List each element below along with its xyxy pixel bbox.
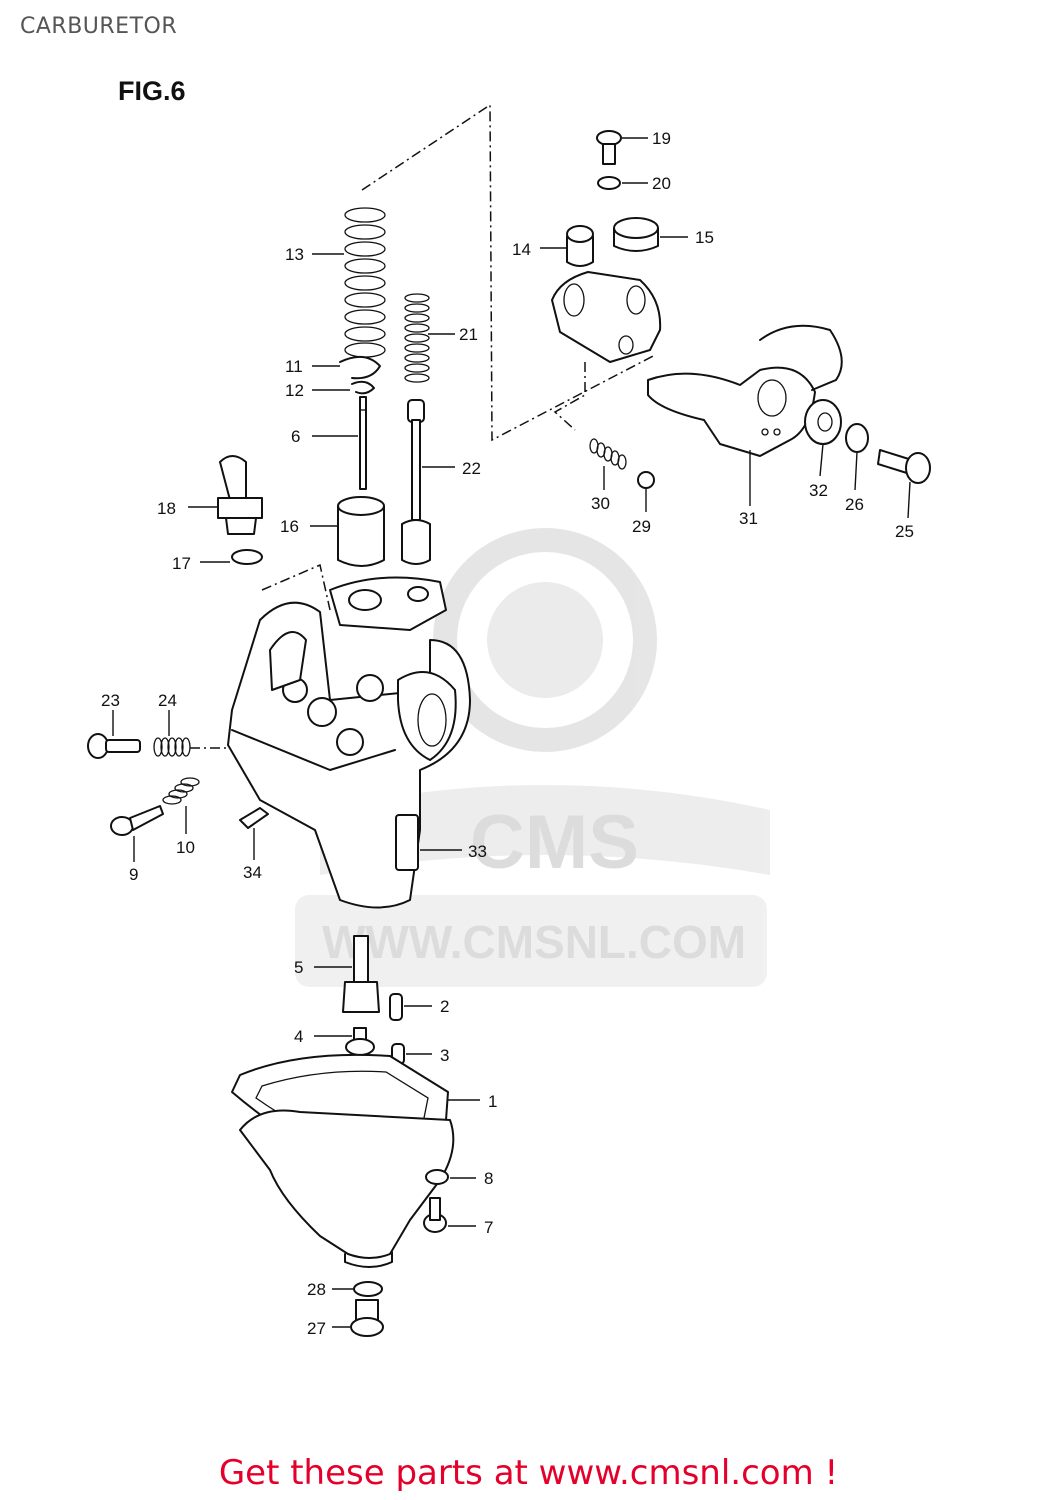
callout-28: 28	[307, 1280, 326, 1299]
watermark-logo-center	[487, 582, 603, 698]
callout-29: 29	[632, 517, 651, 536]
callout-leaders	[112, 137, 911, 1328]
float-bowl	[239, 1109, 455, 1259]
part-32-washer	[804, 399, 842, 445]
part-33-cover	[395, 814, 419, 871]
part-29-ball	[637, 471, 655, 489]
part-6-jet-needle	[359, 396, 367, 490]
part-11-clip	[339, 355, 381, 380]
part-34-pin	[239, 807, 269, 829]
callout-7: 7	[484, 1218, 493, 1237]
callout-26: 26	[845, 495, 864, 514]
watermark-banner	[320, 785, 770, 875]
part-8-washer	[425, 1169, 449, 1185]
part-4-main-jet	[345, 1027, 375, 1056]
callout-20: 20	[652, 174, 671, 193]
callout-32: 32	[809, 481, 828, 500]
callout-17: 17	[172, 554, 191, 573]
callout-6: 6	[291, 427, 300, 446]
callout-33: 33	[468, 842, 487, 861]
callout-21: 21	[459, 325, 478, 344]
part-12-needle-clip	[351, 380, 375, 395]
callout-25: 25	[895, 522, 914, 541]
callout-27: 27	[307, 1319, 326, 1338]
callout-18: 18	[157, 499, 176, 518]
callout-labels: 1 2 3 4 5 6 7 8 9 10 11 12 13 14 15 16 1…	[101, 129, 914, 1338]
watermark-url: WWW.CMSNL.COM	[322, 916, 746, 968]
part-19-screw	[596, 130, 622, 165]
callout-13: 13	[285, 245, 304, 264]
part-7-screw	[423, 1197, 447, 1233]
part-21-starter-spring	[404, 293, 430, 383]
guide-line-top	[361, 103, 656, 442]
callout-8: 8	[484, 1169, 493, 1188]
callout-16: 16	[280, 517, 299, 536]
part-27-drain-screw	[350, 1299, 384, 1337]
guide-line-bracket	[553, 362, 586, 431]
callout-2: 2	[440, 997, 449, 1016]
callout-23: 23	[101, 691, 120, 710]
callout-22: 22	[462, 459, 481, 478]
part-23-idle-screw	[87, 733, 141, 759]
part-30-spring	[589, 438, 627, 470]
watermark: CMS WWW.CMSNL.COM	[295, 528, 770, 987]
footer-parts-link[interactable]: Get these parts at www.cmsnl.com !	[218, 1453, 839, 1493]
watermark-url-plate	[295, 895, 767, 987]
part-20-washer	[597, 176, 621, 190]
part-31-choke-lever	[647, 324, 843, 457]
part-18-air-vent-fitting	[217, 455, 263, 535]
figure-label: FIG.6	[118, 76, 186, 106]
callout-10: 10	[176, 838, 195, 857]
part-5-needle-jet	[342, 935, 380, 1013]
part-9-air-screw	[110, 805, 164, 836]
callout-3: 3	[440, 1046, 449, 1065]
part-17-washer	[231, 549, 263, 565]
watermark-brand: CMS	[470, 800, 639, 885]
callout-30: 30	[591, 494, 610, 513]
choke-bracket	[551, 271, 662, 363]
callout-5: 5	[294, 958, 303, 977]
callout-1: 1	[488, 1092, 497, 1111]
part-26-washer	[845, 423, 869, 453]
part-24-idle-spring	[153, 737, 191, 757]
callout-31: 31	[739, 509, 758, 528]
part-28-washer	[353, 1281, 383, 1297]
callout-11: 11	[285, 357, 303, 376]
guide-line-body	[261, 563, 331, 611]
callout-15: 15	[695, 228, 714, 247]
part-10-air-screw-spring	[162, 777, 200, 805]
part-13-throttle-spring	[344, 207, 386, 358]
page-title: CARBURETOR	[20, 14, 178, 39]
watermark-logo-ring	[433, 528, 657, 752]
callout-12: 12	[285, 381, 304, 400]
part-15-rubber-cap	[613, 217, 659, 252]
part-25-screw	[877, 449, 931, 484]
callout-19: 19	[652, 129, 671, 148]
part-14-cap	[566, 225, 594, 267]
callout-34: 34	[243, 863, 262, 882]
callout-14: 14	[512, 240, 531, 259]
callout-9: 9	[129, 865, 138, 884]
part-22-starter-plunger	[401, 399, 431, 565]
part-16-throttle-valve	[337, 496, 385, 567]
callout-4: 4	[294, 1027, 303, 1046]
callout-24: 24	[158, 691, 177, 710]
part-2-pilot-jet	[389, 993, 403, 1021]
